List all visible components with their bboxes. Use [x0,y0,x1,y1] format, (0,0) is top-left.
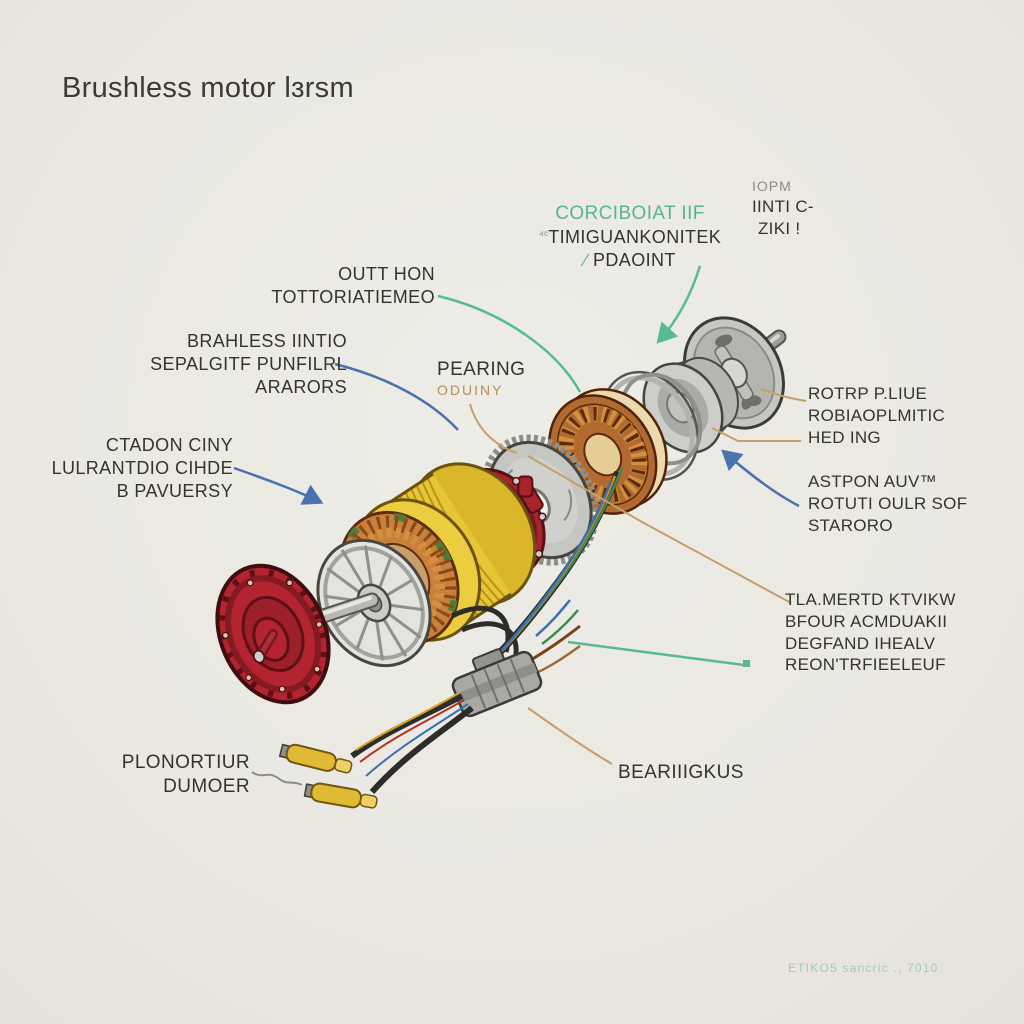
leader-controller-arrow [656,265,702,344]
leader-lines [233,265,807,786]
leader-reon-tick [743,660,750,667]
leader-wires-right [527,455,792,604]
leader-stator-left-arrow [233,466,324,505]
leader-bearings [527,707,613,765]
motor-wires [450,467,624,678]
label-controller: CORCIBOIAT IIF ⁴ᶜTIMIGUANKONITEK ∕ PDAOI… [520,202,740,272]
label-stator-right: ASTPON AUV™ ROTUTI OULR SOF STARORO [808,472,968,535]
label-controller-colored: CORCIBOIAT IIF [555,203,705,224]
bullet-connectors [278,743,378,809]
wire-connector [451,648,543,718]
footer-credit: ETIKO5 sancric ., 7010 [788,961,939,975]
leader-reon [567,640,745,667]
leader-brushless [334,362,459,431]
page-title: Brushless motor lɜrsm [62,72,354,104]
label-stator-left: CTADON CINY LULRANTDIO CIHDE B PAVUERSY [51,435,233,502]
label-brushless: BRAHLESS IINTIO SEPALGITF PUNFILRL ARARO… [150,331,347,398]
leader-rotor-right-a [760,388,807,402]
label-outrunner: OUTT HON TOTTORIATIEMEO [271,264,435,308]
leader-stator-right-arrow [721,449,800,508]
label-controller-line3: ∕ PDAOINT [584,250,676,271]
leader-connector [251,771,303,786]
label-wires-right: TLA.MERTD KTVIKW BFOUR ACMDUAKII DEGFAND… [785,590,956,675]
label-rotor-right: ROTRP P.LIUE ROBIAOPLMITIC HED ING [808,384,946,447]
leader-rotor-right-b [711,427,801,442]
red-end-cap [215,563,331,705]
label-controller-line2: ⁴ᶜTIMIGUANKONITEK [538,227,722,248]
label-top-right: IOPM IINTI C- ZIKI ! [752,178,814,238]
leader-outrunner [437,294,582,393]
label-connector: PLONORTIUR DUMOER [121,752,250,798]
label-bearings: BEARIIIGKUS [618,762,744,783]
label-pearing: PEARING ODUINY [437,359,526,399]
connector-cables [350,692,474,794]
leader-pearing [469,403,518,454]
